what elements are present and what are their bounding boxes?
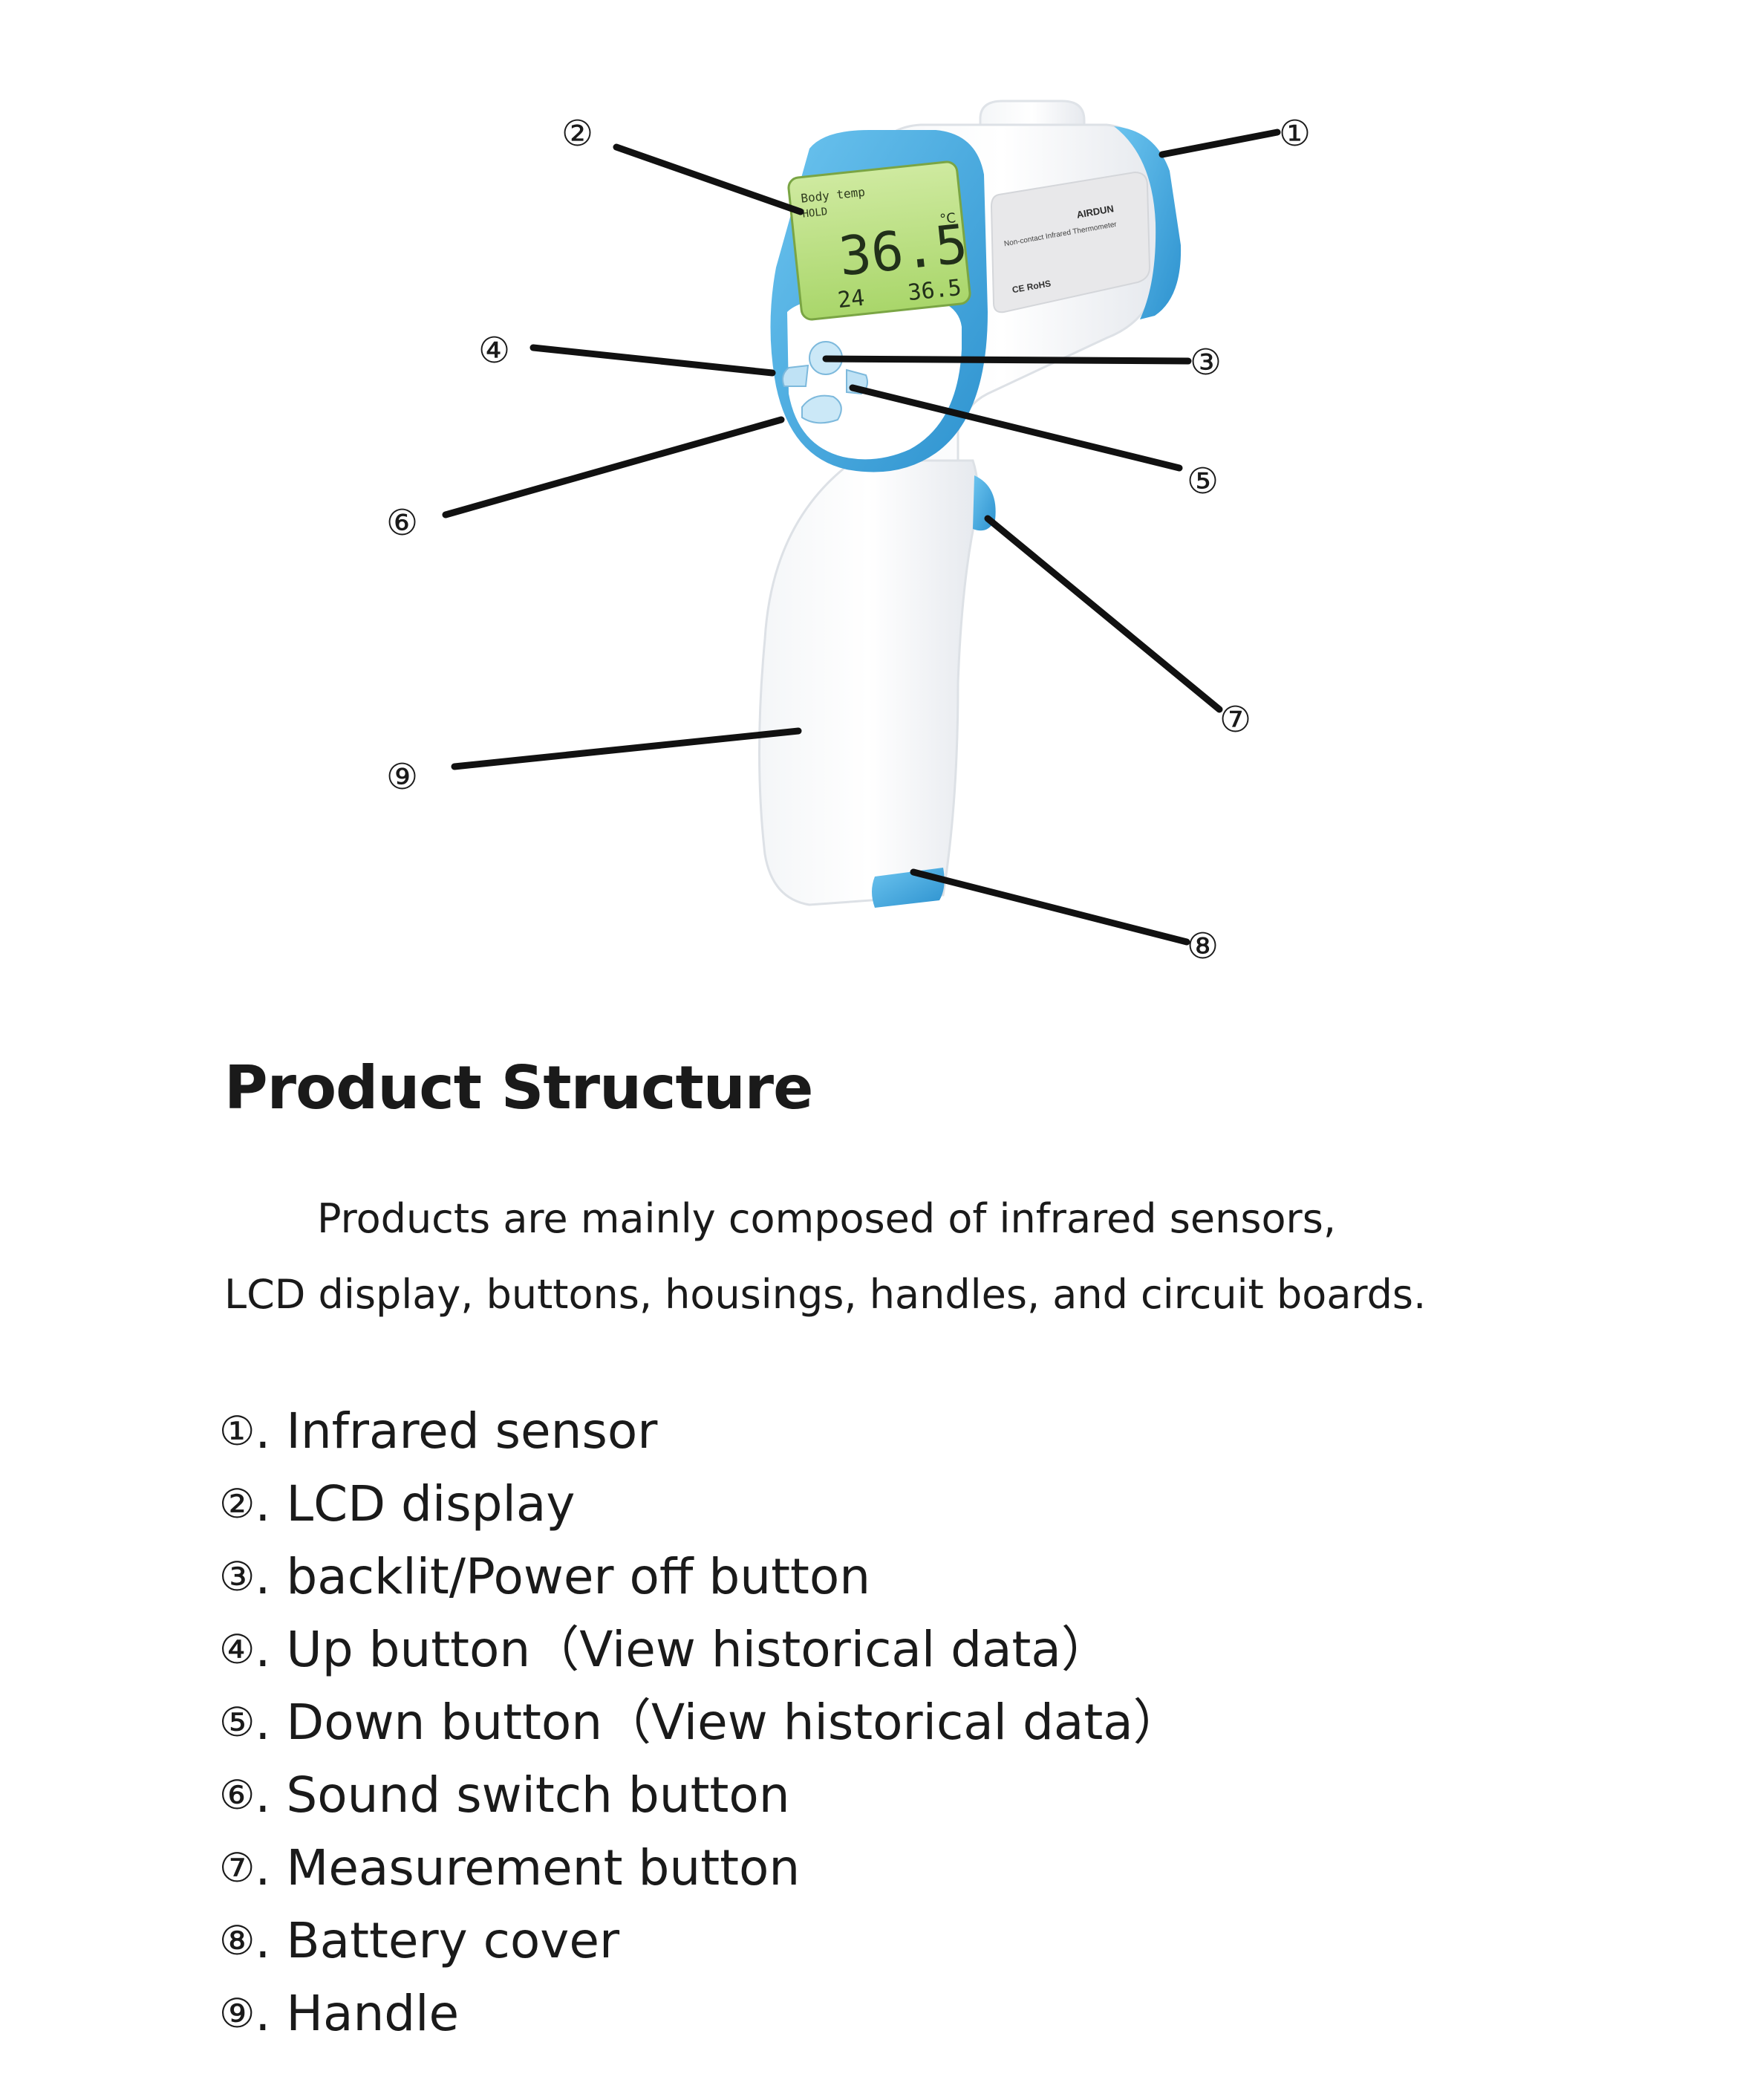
leader-line-3 — [826, 359, 1188, 361]
callout-4: ④ — [478, 330, 510, 371]
callout-1: ① — [1279, 113, 1311, 155]
thermometer-structure-diagram: Body temp HOLD 36.5 °C 24 36.5 AIRDUN No… — [0, 0, 1737, 995]
part-item-lcd-display: ②. LCD display — [219, 1468, 1182, 1541]
intro-line-1: Products are mainly composed of infrared… — [224, 1181, 1561, 1257]
part-label: . Up button（View historical data） — [255, 1621, 1109, 1678]
part-item-sound-switch: ⑥. Sound switch button — [219, 1759, 1182, 1832]
part-number: ① — [219, 1408, 255, 1454]
callout-5: ⑤ — [1187, 461, 1219, 502]
part-label: . backlit/Power off button — [255, 1548, 870, 1605]
part-label: . Infrared sensor — [255, 1402, 657, 1460]
part-label: . Battery cover — [255, 1912, 619, 1969]
part-number: ⑤ — [219, 1699, 255, 1746]
part-item-handle: ⑨. Handle — [219, 1977, 1182, 2050]
lcd-memory-index: 24 — [836, 285, 866, 314]
part-number: ⑥ — [219, 1772, 255, 1818]
part-number: ⑧ — [219, 1917, 255, 1964]
part-item-battery-cover: ⑧. Battery cover — [219, 1905, 1182, 1977]
part-item-down-button: ⑤. Down button（View historical data） — [219, 1686, 1182, 1759]
lcd-unit: °C — [939, 210, 957, 227]
part-item-infrared-sensor: ①. Infrared sensor — [219, 1395, 1182, 1468]
part-item-measurement-button: ⑦. Measurement button — [219, 1832, 1182, 1905]
intro-line-2: LCD display, buttons, housings, handles,… — [224, 1257, 1561, 1333]
parts-list: ①. Infrared sensor ②. LCD display ③. bac… — [219, 1395, 1182, 2050]
leader-line-1 — [1162, 132, 1277, 155]
handle-body — [760, 461, 978, 905]
callout-9: ⑨ — [386, 756, 418, 798]
part-label: . Measurement button — [255, 1839, 800, 1896]
callout-6: ⑥ — [386, 502, 418, 544]
part-label: . Down button（View historical data） — [255, 1694, 1182, 1751]
leader-line-4 — [533, 348, 772, 373]
part-number: ⑨ — [219, 1990, 255, 2037]
section-title: Product Structure — [224, 1053, 812, 1122]
callout-7: ⑦ — [1219, 699, 1251, 741]
part-number: ④ — [219, 1626, 255, 1673]
part-label: . LCD display — [255, 1475, 575, 1532]
leader-line-9 — [454, 731, 798, 767]
callout-3: ③ — [1190, 342, 1222, 383]
callout-8: ⑧ — [1187, 926, 1219, 967]
leader-line-7 — [988, 519, 1219, 709]
leader-line-8 — [913, 872, 1187, 942]
callout-2: ② — [561, 113, 593, 155]
leader-line-2 — [616, 147, 801, 212]
part-number: ② — [219, 1480, 255, 1527]
intro-paragraph: Products are mainly composed of infrared… — [224, 1181, 1561, 1333]
thermometer-illustration: Body temp HOLD 36.5 °C 24 36.5 AIRDUN No… — [760, 101, 1182, 908]
part-number: ③ — [219, 1553, 255, 1600]
leader-line-6 — [446, 420, 781, 515]
part-label: . Handle — [255, 1985, 459, 2042]
part-item-power-button: ③. backlit/Power off button — [219, 1541, 1182, 1613]
part-number: ⑦ — [219, 1844, 255, 1891]
part-item-up-button: ④. Up button（View historical data） — [219, 1613, 1182, 1686]
part-label: . Sound switch button — [255, 1766, 789, 1824]
